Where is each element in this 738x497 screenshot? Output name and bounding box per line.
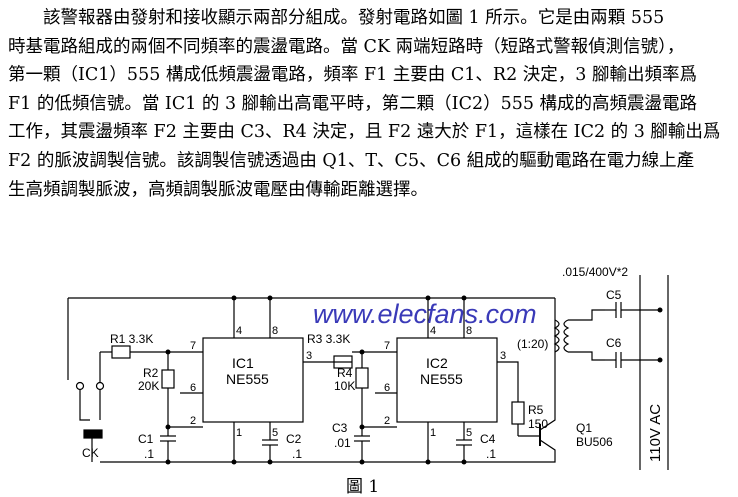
ic1-pin-label: 2	[190, 415, 196, 427]
schematic-wires	[67, 275, 669, 470]
r4-name: R4	[337, 366, 353, 380]
junction-dots	[165, 295, 663, 465]
paragraph-line: 生高頻調製脈波，高頻調製脈波電壓由傳輸距離選擇。	[8, 179, 428, 200]
ic1-pin-label: 4	[236, 325, 242, 337]
ic2-pin-label: 5	[466, 427, 472, 439]
ic2-part: NE555	[420, 371, 463, 387]
c2-value: .1	[292, 447, 302, 461]
article-paragraph: 該警報器由發射和接收顯示兩部分組成。發射電路如圖 1 所示。它是由兩顆 555 …	[8, 4, 736, 204]
ic1-name: IC1	[232, 355, 254, 371]
ic1-pin-label: 1	[236, 427, 242, 439]
paragraph-line: 該警報器由發射和接收顯示兩部分組成。發射電路如圖 1 所示。它是由兩顆 555	[43, 8, 665, 28]
r1-label: R1 3.3K	[110, 332, 153, 346]
transformer-ratio: (1:20)	[517, 337, 548, 351]
r3-label: R3 3.3K	[307, 332, 350, 346]
paragraph-line: 時基電路組成的兩個不同頻率的震盪電路。當 CK 兩端短路時（短路式警報偵測信號）…	[8, 36, 685, 57]
ic2-pin-label: 4	[430, 325, 436, 337]
ic1-pin-label: 3	[306, 350, 312, 362]
paragraph-line: F2 的脈波調製信號。該調製信號透過由 Q1、T、C5、C6 組成的驅動電路在電…	[8, 150, 695, 171]
ic1-pin-label: 7	[190, 340, 196, 352]
ic2-pin-label: 6	[384, 382, 390, 394]
r2-value: 20K	[138, 379, 159, 393]
c3-name: C3	[332, 421, 348, 435]
c4-name: C4	[480, 432, 496, 446]
paragraph-line: 工作，其震盪頻率 F2 主要由 C3、R4 決定，且 F2 遠大於 F1，這樣在…	[8, 122, 721, 143]
ac-line-label: 110V AC	[647, 404, 664, 462]
c6-label: C6	[606, 336, 622, 350]
ic2-pin-label: 8	[466, 325, 472, 337]
ic2-pin-label: 2	[384, 415, 390, 427]
r2-name: R2	[143, 366, 159, 380]
c3-value: .01	[334, 436, 351, 450]
c2-name: C2	[286, 432, 302, 446]
ic2-pin-label: 1	[430, 427, 436, 439]
q1-name: Q1	[576, 421, 592, 435]
ic1-pin-label: 5	[272, 427, 278, 439]
c1-value: .1	[144, 447, 154, 461]
r4-value: 10K	[334, 379, 355, 393]
watermark: www.elecfans.com	[313, 299, 537, 329]
c1-name: C1	[138, 432, 154, 446]
figure-caption: 圖 1	[346, 477, 379, 497]
ic1-pin-label: 6	[190, 382, 196, 394]
c4-value: .1	[486, 447, 496, 461]
ck-label: CK	[82, 446, 99, 460]
paragraph-line: F1 的低頻信號。當 IC1 的 3 腳輸出高電平時，第二顆（IC2）555 構…	[8, 93, 698, 114]
ic2-pin-label: 3	[500, 350, 506, 362]
cap-rating-label: .015/400V*2	[562, 265, 628, 279]
q1-part: BU506	[576, 435, 613, 449]
ic2-pin-label: 7	[384, 340, 390, 352]
ic1-part: NE555	[226, 371, 269, 387]
ic1-pin-label: 8	[272, 325, 278, 337]
c5-label: C5	[606, 288, 622, 302]
r5-value: 150	[528, 417, 548, 431]
r5-name: R5	[528, 403, 544, 417]
paragraph-line: 第一顆（IC1）555 構成低頻震盪電路，頻率 F1 主要由 C1、R2 決定，…	[8, 65, 697, 86]
ic2-name: IC2	[426, 355, 448, 371]
